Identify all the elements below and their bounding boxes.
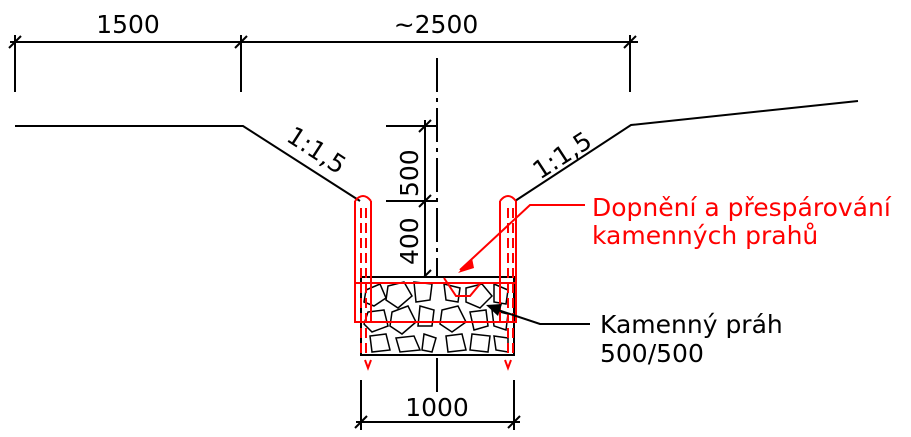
red-marker-left: [364, 359, 372, 371]
dimension-top-right: ~2500: [394, 10, 479, 39]
red-notch: [443, 277, 481, 297]
red-leader-line: [459, 204, 585, 271]
vertical-dimension: [386, 119, 437, 283]
red-repair-markings: [354, 195, 585, 371]
slope-label-right: 1:1,5: [527, 126, 597, 185]
red-arrowhead: [458, 258, 474, 273]
note-black-line2: 500/500: [600, 339, 704, 368]
bottom-dimension: [354, 380, 521, 430]
dimension-top-left: 1500: [96, 10, 160, 39]
dimension-vertical-lower: 400: [395, 217, 424, 265]
note-red-line1: Dopnění a přespárování: [592, 193, 892, 222]
slope-label-left: 1:1,5: [282, 121, 352, 180]
black-leader: [491, 307, 590, 325]
note-red-line2: kamenných prahů: [592, 221, 818, 250]
terrain-profile: [15, 100, 859, 202]
dimension-vertical-upper: 500: [395, 149, 424, 197]
note-black-line1: Kamenný práh: [600, 310, 783, 339]
top-dimension-line: [8, 35, 638, 92]
red-rectangle: [354, 282, 517, 323]
dimension-bottom: 1000: [405, 393, 469, 422]
stone-sill: [360, 276, 515, 356]
black-arrowhead: [486, 304, 502, 316]
red-marker-right: [504, 359, 512, 371]
